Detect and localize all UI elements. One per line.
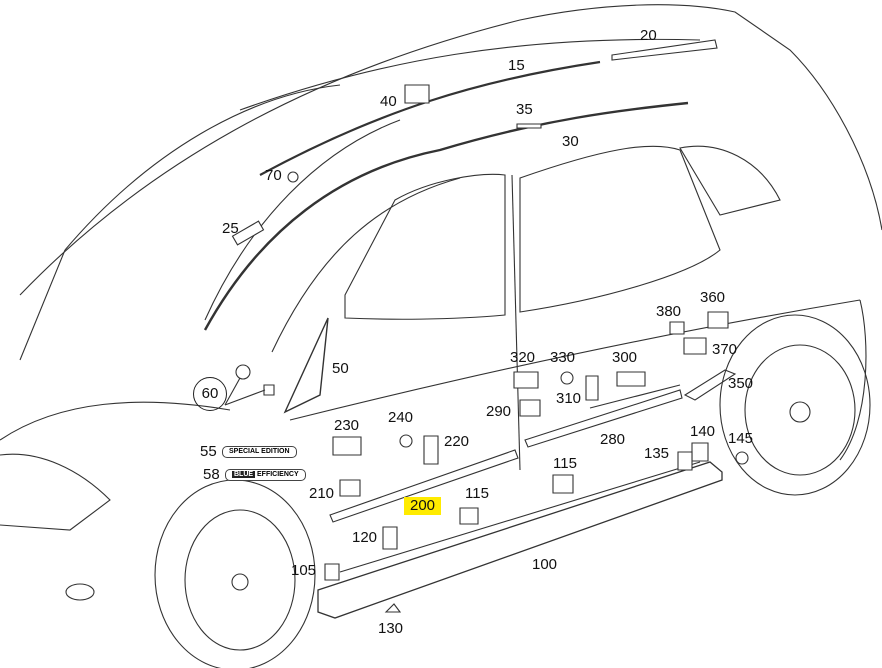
part-310 [586, 376, 598, 400]
efficiency-badge-text: EFFICIENCY [257, 471, 299, 478]
callout-360: 360 [700, 289, 726, 306]
callout-40: 40 [380, 93, 397, 110]
callout-370: 370 [712, 341, 738, 358]
part-115-lower [460, 508, 478, 524]
part-210 [340, 480, 360, 496]
part-135 [678, 452, 692, 470]
part-140 [692, 443, 708, 461]
part-60-leader-2 [225, 378, 240, 405]
part-60-clip [236, 365, 250, 379]
rear-hub [790, 402, 810, 422]
part-105 [325, 564, 339, 580]
rear-molding-300 [590, 385, 680, 408]
callout-60-circled: 60 [193, 377, 227, 411]
part-35 [517, 124, 541, 128]
callout-30: 30 [562, 133, 579, 150]
a-pillar-line [20, 250, 65, 360]
roof-line [20, 5, 882, 295]
callout-25: 25 [222, 220, 239, 237]
callout-55: 55 [200, 443, 217, 460]
callout-135: 135 [644, 445, 670, 462]
body-side-line [290, 300, 860, 420]
rear-wheel-arch [720, 315, 870, 495]
callout-290: 290 [486, 403, 512, 420]
callout-115-upper: 115 [553, 455, 577, 472]
callout-20: 20 [640, 27, 657, 44]
callout-330: 330 [550, 349, 576, 366]
callout-145: 145 [728, 430, 754, 447]
callout-220: 220 [444, 433, 470, 450]
part-120 [383, 527, 397, 549]
part-320 [514, 372, 538, 388]
part-360 [708, 312, 728, 328]
part-60-leader [225, 390, 265, 405]
rear-wheel [745, 345, 855, 475]
callout-70: 70 [265, 167, 282, 184]
hood-line [0, 402, 230, 440]
rocker-inner [340, 462, 700, 572]
part-220 [424, 436, 438, 464]
windshield-line [65, 85, 340, 250]
callout-120: 120 [352, 529, 378, 546]
callout-35: 35 [516, 101, 533, 118]
part-230 [333, 437, 361, 455]
door-molding-200 [330, 450, 518, 522]
callout-58: 58 [203, 466, 220, 483]
front-window [345, 174, 505, 319]
callout-15: 15 [508, 57, 525, 74]
callout-115-lower: 115 [465, 485, 489, 502]
callout-200-highlighted: 200 [404, 497, 442, 515]
quarter-window [680, 146, 780, 215]
door-seam [512, 175, 520, 470]
roof-trim-20 [612, 40, 717, 60]
front-hub [232, 574, 248, 590]
part-115-upper [553, 475, 573, 493]
callout-350: 350 [728, 375, 754, 392]
part-370 [684, 338, 706, 354]
roof-rail-inner [240, 39, 700, 110]
callout-140: 140 [690, 423, 716, 440]
windshield-inner [205, 120, 400, 320]
callout-130: 130 [378, 620, 404, 637]
part-290 [520, 400, 540, 416]
callout-50: 50 [332, 360, 349, 377]
part-40 [405, 85, 429, 103]
callout-240: 240 [388, 409, 414, 426]
callout-380: 380 [656, 303, 682, 320]
front-wheel [185, 510, 295, 650]
trim-350 [685, 370, 735, 400]
fog-light [66, 584, 94, 600]
rocker-panel-100 [318, 462, 722, 618]
rear-body [840, 300, 866, 460]
callout-230: 230 [334, 417, 360, 434]
part-330 [561, 372, 573, 384]
part-145 [736, 452, 748, 464]
part-380 [670, 322, 684, 334]
roof-trim-15 [260, 62, 600, 175]
door-molding-280 [525, 390, 682, 447]
part-130 [386, 604, 400, 612]
callout-105: 105 [291, 562, 317, 579]
callout-320: 320 [510, 349, 536, 366]
roof-trim-30 [205, 103, 688, 330]
part-60-bracket [264, 385, 274, 395]
grille [0, 454, 110, 530]
callout-310: 310 [556, 390, 582, 407]
callout-280: 280 [600, 431, 626, 448]
part-25 [233, 221, 264, 245]
callout-210: 210 [309, 485, 335, 502]
callout-100: 100 [532, 556, 558, 573]
blue-efficiency-badge: BLUE EFFICIENCY [225, 469, 306, 481]
part-70 [288, 172, 298, 182]
triangle-panel-50 [285, 318, 328, 412]
part-240 [400, 435, 412, 447]
door-frame-trim [272, 178, 460, 352]
rear-window [520, 146, 720, 312]
part-300 [617, 372, 645, 386]
callout-300: 300 [612, 349, 638, 366]
special-edition-badge: SPECIAL EDITION [222, 446, 297, 458]
blue-badge-text: BLUE [232, 471, 256, 478]
